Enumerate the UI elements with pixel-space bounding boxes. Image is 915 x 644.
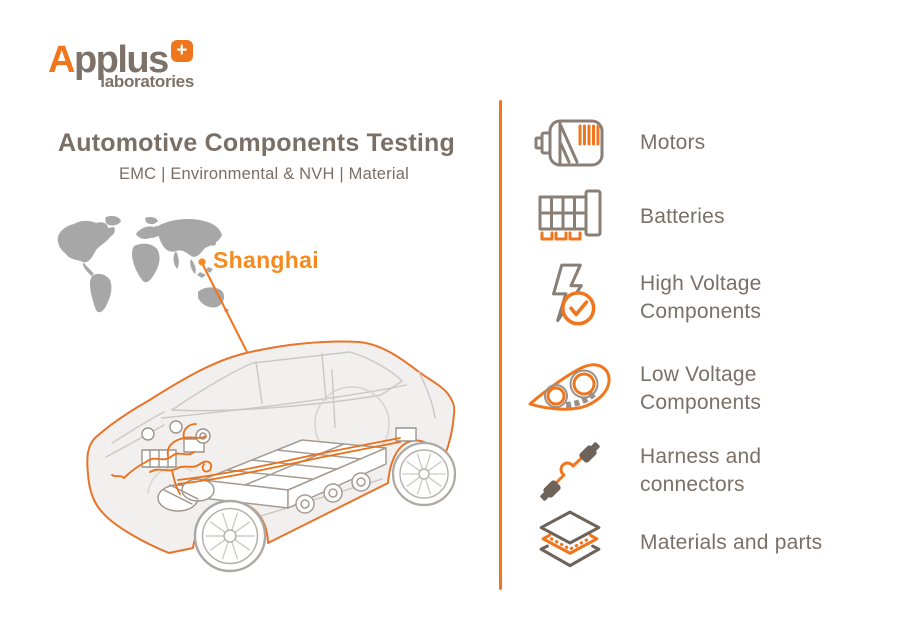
city-label: Shanghai bbox=[213, 247, 319, 273]
world-map bbox=[57, 216, 229, 313]
logo-wordmark: Applus bbox=[48, 39, 169, 81]
plus-badge-icon: + bbox=[170, 40, 193, 62]
layers-icon bbox=[522, 508, 618, 578]
logo-letters-rest: pplus bbox=[73, 39, 169, 81]
logo-letter-a: A bbox=[48, 39, 75, 81]
map-and-car-illustration bbox=[57, 216, 457, 573]
wiring-harness bbox=[111, 423, 401, 495]
service-label: Motors bbox=[640, 131, 706, 155]
rear-wheel bbox=[391, 441, 457, 507]
service-item-batteries: Batteries bbox=[522, 183, 902, 251]
service-label: Low Voltage Components bbox=[640, 363, 762, 414]
service-label: Materials and parts bbox=[640, 531, 823, 555]
lightning-check-icon bbox=[522, 261, 618, 335]
service-item-high-voltage: High Voltage Components bbox=[522, 261, 902, 335]
battery-pack bbox=[201, 439, 387, 514]
service-label: High Voltage Components bbox=[640, 272, 762, 323]
car-cutaway bbox=[86, 340, 457, 573]
headlight-icon bbox=[522, 356, 618, 422]
page-subtitle: EMC | Environmental & NVH | Material bbox=[119, 165, 409, 183]
motor-icon bbox=[522, 116, 618, 170]
engine-bay-components bbox=[141, 420, 417, 512]
vertical-divider bbox=[499, 100, 502, 590]
service-item-materials: Materials and parts bbox=[522, 509, 902, 577]
service-label: Batteries bbox=[640, 205, 725, 229]
service-item-harness: Harness and connectors bbox=[522, 437, 902, 505]
applus-logo: Applus + laboratories bbox=[48, 40, 208, 92]
car-body-outline bbox=[86, 340, 456, 554]
front-wheel bbox=[193, 499, 267, 573]
logo-subtitle: laboratories bbox=[100, 72, 194, 91]
city-dot bbox=[198, 258, 206, 266]
cable-connectors-icon bbox=[522, 439, 618, 503]
service-label: Harness and connectors bbox=[640, 445, 762, 496]
city-leader-line bbox=[202, 264, 248, 353]
service-item-low-voltage: Low Voltage Components bbox=[522, 355, 902, 423]
battery-pack-icon bbox=[522, 188, 618, 246]
page-title: Automotive Components Testing bbox=[58, 129, 455, 157]
service-item-motors: Motors bbox=[522, 109, 902, 177]
heading-block: Automotive Components Testing EMC | Envi… bbox=[58, 129, 470, 184]
